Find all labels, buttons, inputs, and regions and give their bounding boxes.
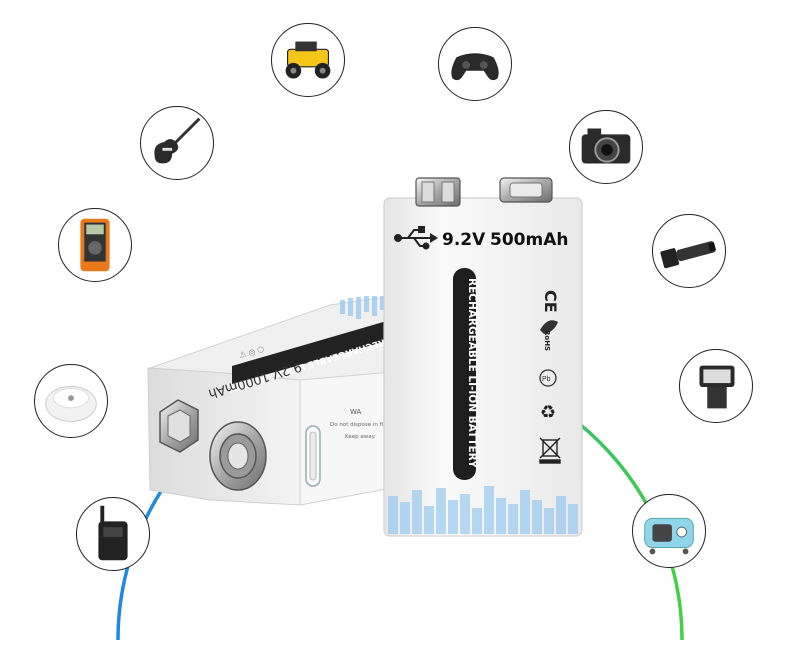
flashlight-circle	[652, 214, 726, 288]
rc-car-circle	[271, 23, 345, 97]
game-controller-circle	[438, 27, 512, 101]
front-battery: 9.2V 500mAh RECHARGEABLE LI-ION BATTERY …	[383, 177, 583, 537]
hex-terminal	[159, 399, 199, 453]
game-controller-icon	[451, 53, 499, 81]
front-voltage: 9.2V	[442, 230, 486, 250]
front-battery-label: RECHARGEABLE LI-ION BATTERY	[466, 278, 478, 468]
camera-flash-circle	[679, 349, 753, 423]
walkie-talkie-icon	[98, 505, 128, 561]
radio-icon	[644, 517, 694, 555]
top-terminals	[415, 177, 553, 207]
rc-car-icon	[285, 41, 331, 79]
svg-text:RoHS: RoHS	[543, 330, 551, 351]
recycle-icon: ♻	[540, 402, 556, 422]
multimeter-circle	[58, 208, 132, 282]
rohs-mark: RoHS	[540, 320, 558, 351]
camera-icon	[581, 128, 631, 164]
ce-mark: CE	[541, 290, 560, 313]
weee-bin-icon	[539, 437, 561, 464]
pb-free-icon: Pb	[539, 369, 557, 387]
radio-circle	[632, 494, 706, 568]
svg-text:Pb: Pb	[542, 376, 551, 383]
flashlight-icon	[660, 241, 716, 269]
rear-warning-line-1: Do not dispose in fire.Batter	[330, 422, 408, 428]
round-terminal	[209, 421, 267, 491]
camera-circle	[569, 110, 643, 184]
rear-warning-title: WA	[350, 408, 362, 416]
electric-guitar-icon	[154, 117, 201, 164]
front-capacity: 500mAh	[490, 230, 568, 250]
rear-battery: RECHARGEABLE LI-ION BATTERY 9.2V 1000mAh…	[147, 295, 408, 506]
smoke-detector-circle	[34, 364, 108, 438]
usb-icon	[394, 226, 438, 250]
multimeter-icon	[80, 218, 110, 272]
smoke-detector-icon	[45, 385, 97, 422]
camera-flash-icon	[699, 365, 735, 409]
walkie-talkie-circle	[76, 497, 150, 571]
rear-warning-line-2: Keep away	[345, 434, 376, 440]
electric-guitar-circle	[140, 106, 214, 180]
